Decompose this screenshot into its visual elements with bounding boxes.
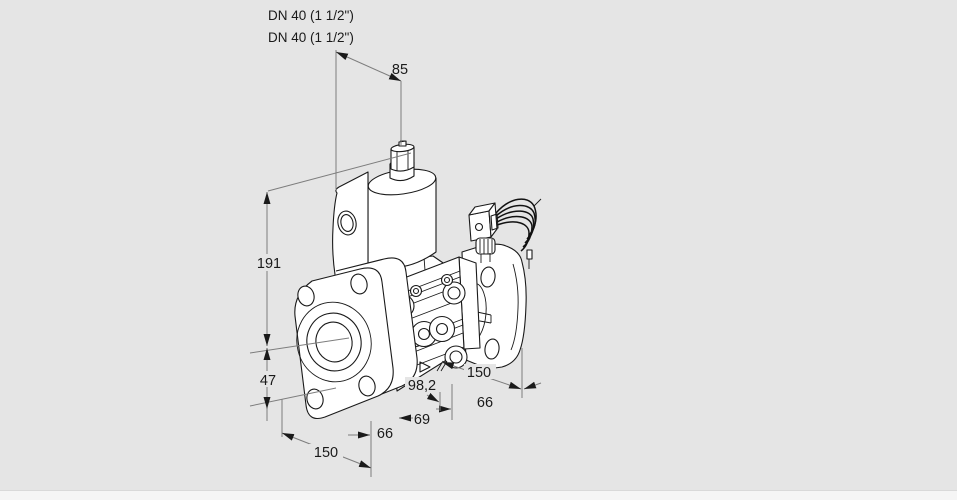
dim-191: 191 [249, 152, 412, 354]
flow-direction-icon [419, 361, 431, 373]
flange-bore [315, 321, 353, 363]
flange-hole [297, 285, 315, 307]
flange-hole [484, 338, 500, 360]
dim-98-2: 98,2 [405, 377, 453, 420]
dim-150-right: 150 [441, 348, 523, 398]
cable-gland [475, 237, 496, 255]
test-port [410, 315, 456, 348]
dim-69-value: 69 [414, 412, 430, 428]
dim-66-right: 66 [477, 381, 542, 411]
solenoid-actuator [367, 140, 437, 269]
dim-85: 85 [335, 50, 408, 190]
dim-85-value: 85 [392, 62, 408, 78]
left-flange [294, 257, 418, 420]
flange-hole [306, 388, 324, 410]
dn-label-2: DN 40 (1 1/2") [268, 30, 354, 45]
footer-strip [0, 490, 957, 500]
dn-label-1: DN 40 (1 1/2") [268, 8, 354, 23]
dim-98-2-value: 98,2 [408, 378, 436, 394]
flange-hole [480, 266, 496, 288]
valve-assembly [294, 140, 542, 420]
dimension-annotations: DN 40 (1 1/2") DN 40 (1 1/2") 85 191 47 [249, 8, 542, 477]
wire-pin [526, 249, 533, 260]
flange-hole [358, 375, 376, 397]
dim-47-value: 47 [260, 373, 276, 389]
connector-screw [474, 222, 484, 232]
dim-191-value: 191 [257, 256, 281, 272]
dim-150-right-value: 150 [467, 365, 491, 381]
dim-66-right-value: 66 [477, 395, 493, 411]
dim-150-left-value: 150 [314, 445, 338, 461]
wire-pin [533, 198, 542, 207]
dim-66-left: 66 [348, 426, 393, 442]
solenoid-connector [468, 198, 542, 269]
dim-69: 69 [399, 405, 451, 428]
dim-150-left: 150 [281, 399, 372, 477]
adjustment-nut [390, 140, 415, 172]
dim-47: 47 [249, 348, 337, 421]
flange-hole [350, 273, 368, 295]
dim-66-left-value: 66 [377, 426, 393, 442]
